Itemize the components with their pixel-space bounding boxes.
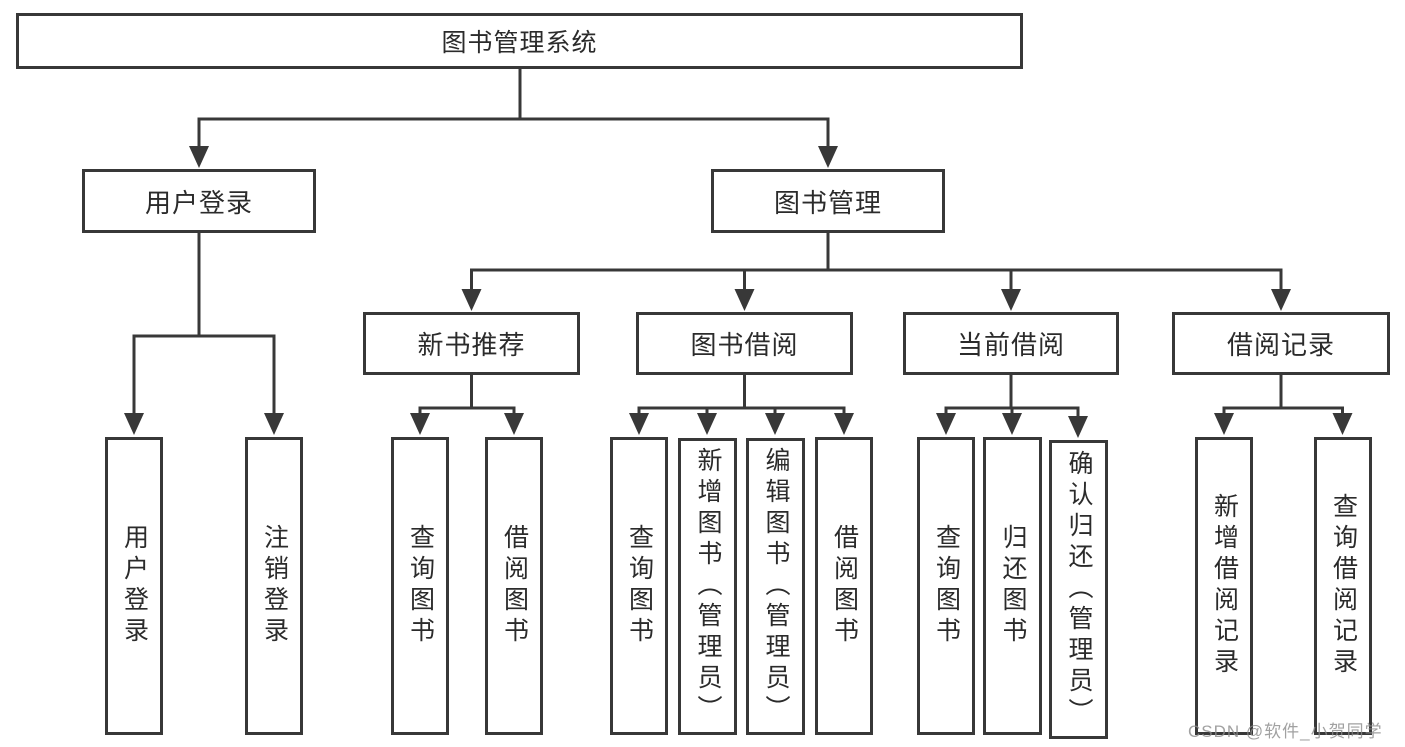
node-current-borrowing: 当前借阅 — [903, 312, 1119, 375]
node-root-library-system: 图书管理系统 — [16, 13, 1023, 69]
leaf-user-login: 用户登录 — [105, 437, 163, 735]
leaf-return-book: 归还图书 — [983, 437, 1042, 735]
node-borrow-records: 借阅记录 — [1172, 312, 1390, 375]
node-new-book-recommend: 新书推荐 — [363, 312, 580, 375]
node-book-borrowing: 图书借阅 — [636, 312, 853, 375]
leaf-confirm-return-admin: 确认归还（管理员） — [1049, 440, 1108, 739]
leaf-edit-book-admin: 编辑图书（管理员） — [746, 438, 805, 735]
leaf-borrow-books: 借阅图书 — [815, 437, 873, 735]
node-book-management: 图书管理 — [711, 169, 945, 233]
leaf-query-books-current: 查询图书 — [917, 437, 975, 735]
leaf-add-book-admin: 新增图书（管理员） — [678, 438, 737, 735]
leaf-query-books-borrowing: 查询图书 — [610, 437, 668, 735]
leaf-query-books-recommend: 查询图书 — [391, 437, 449, 735]
leaf-borrow-books-recommend: 借阅图书 — [485, 437, 543, 735]
leaf-add-borrow-record: 新增借阅记录 — [1195, 437, 1253, 735]
arrowheads — [124, 146, 1353, 438]
node-user-login: 用户登录 — [82, 169, 316, 233]
leaf-logout: 注销登录 — [245, 437, 303, 735]
leaf-query-borrow-record: 查询借阅记录 — [1314, 437, 1372, 735]
